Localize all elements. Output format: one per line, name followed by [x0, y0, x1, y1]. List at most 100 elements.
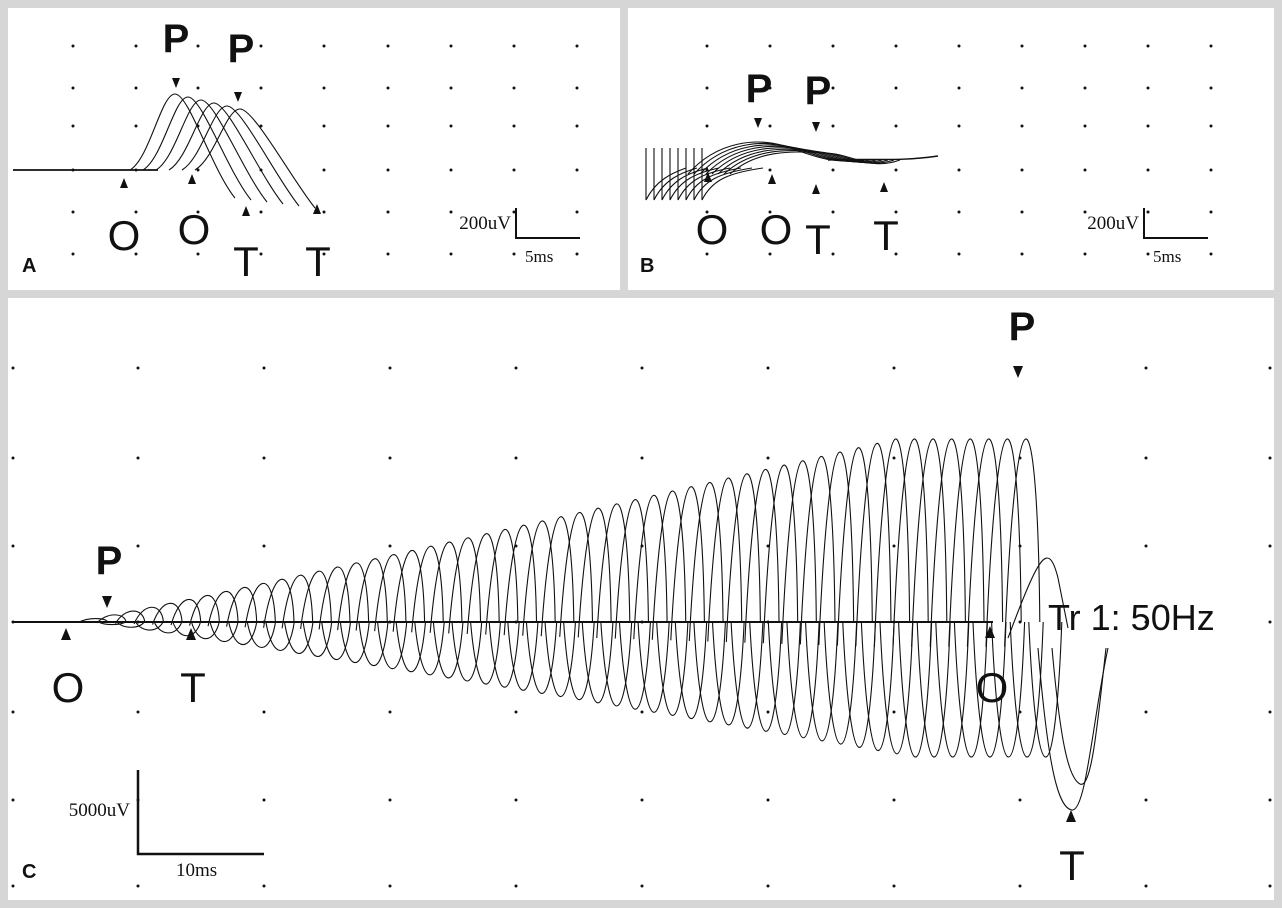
trace-line — [948, 438, 985, 647]
trace-line — [855, 442, 892, 647]
grid-dot — [575, 86, 579, 90]
grid-dot — [640, 366, 644, 370]
trace-line — [749, 621, 783, 732]
grid-dot — [1146, 124, 1150, 128]
trace-line — [1004, 438, 1041, 647]
grid-dot — [1083, 44, 1087, 48]
grid-dot — [768, 124, 772, 128]
grid-dot — [1020, 252, 1024, 256]
trace-line — [725, 473, 761, 643]
trace-group — [60, 438, 1109, 811]
trace-line — [693, 621, 726, 723]
grid-dot — [1209, 210, 1213, 214]
trace-line — [168, 102, 284, 205]
peak-marker — [234, 92, 242, 102]
trace-line — [669, 148, 720, 201]
trace-line — [916, 621, 951, 758]
trace-line — [633, 494, 668, 640]
grid-dot — [1083, 210, 1087, 214]
trace-line — [135, 621, 164, 631]
grid-dot — [1209, 44, 1213, 48]
grid-dot — [640, 884, 644, 888]
grid-dot — [262, 798, 266, 802]
trace-line — [1037, 647, 1109, 811]
trace-line — [559, 511, 594, 637]
trace-line — [836, 447, 873, 646]
grid-dot — [892, 798, 896, 802]
trace-line — [674, 621, 708, 719]
grid-dot — [11, 456, 15, 460]
grid-dot — [386, 86, 390, 90]
grid-dot — [575, 252, 579, 256]
trace-line — [935, 621, 970, 758]
grid-dot — [262, 456, 266, 460]
panel-b-plot: P P O O T T 200uV 5ms B — [640, 44, 1213, 277]
trace-line — [244, 582, 276, 628]
grid-dot — [449, 86, 453, 90]
trace-line — [133, 606, 164, 625]
grid-dot — [134, 86, 138, 90]
marker-t: T — [305, 238, 331, 285]
grid-dot — [388, 456, 392, 460]
trace-line — [337, 562, 370, 631]
trace-line — [170, 598, 202, 626]
trace-line — [879, 621, 914, 755]
trace-line — [799, 455, 836, 645]
trace-line — [600, 621, 633, 707]
grid-dot — [1146, 210, 1150, 214]
grid-dot — [768, 44, 772, 48]
trace-line — [786, 621, 820, 738]
trace-line — [152, 602, 183, 625]
grid-dot — [262, 544, 266, 548]
trace-line — [618, 621, 651, 710]
grid-dot — [388, 544, 392, 548]
trace-line — [451, 621, 483, 682]
grid-dot — [449, 124, 453, 128]
trace-line — [411, 545, 444, 633]
trace-line — [637, 621, 670, 713]
grid-dot — [575, 168, 579, 172]
trace-line — [656, 621, 689, 716]
marker-p: P — [163, 17, 190, 61]
grid-dot — [322, 252, 326, 256]
grid-dot — [1268, 710, 1272, 714]
grid-dot — [136, 544, 140, 548]
grid-dot — [322, 168, 326, 172]
grid-dot — [1083, 86, 1087, 90]
grid-dot — [388, 710, 392, 714]
grid-dot — [957, 168, 961, 172]
trace-line — [263, 578, 295, 628]
trace-line — [540, 516, 575, 637]
marker-o: O — [178, 206, 211, 253]
grid-dot — [831, 44, 835, 48]
onset-marker — [985, 626, 995, 638]
grid-dot — [71, 44, 75, 48]
trace-line — [194, 108, 316, 209]
peak-marker — [1013, 366, 1023, 378]
grid-dot — [1209, 86, 1213, 90]
grid-dot — [1083, 168, 1087, 172]
grid-dot — [514, 884, 518, 888]
trace-line — [228, 621, 258, 645]
marker-p: P — [746, 67, 773, 111]
grid-dot — [136, 456, 140, 460]
grid-dot — [831, 252, 835, 256]
grid-dot — [322, 210, 326, 214]
panel-label: B — [640, 255, 654, 277]
grid-dot — [768, 86, 772, 90]
grid-dot — [196, 44, 200, 48]
trace-line — [985, 438, 1022, 647]
trace-line — [972, 621, 1007, 758]
grid-dot — [705, 252, 709, 256]
trace-line — [953, 621, 988, 758]
panel-a: P P O O T T 200uV 5ms A — [8, 8, 620, 290]
trace-line — [563, 621, 595, 700]
grid-dot — [259, 252, 263, 256]
grid-dot — [1144, 456, 1148, 460]
grid-dot — [894, 124, 898, 128]
trace-line — [281, 574, 314, 629]
trace-line — [711, 621, 745, 726]
grid-dot — [957, 44, 961, 48]
trace-line — [392, 549, 426, 632]
trace-line — [503, 524, 538, 636]
